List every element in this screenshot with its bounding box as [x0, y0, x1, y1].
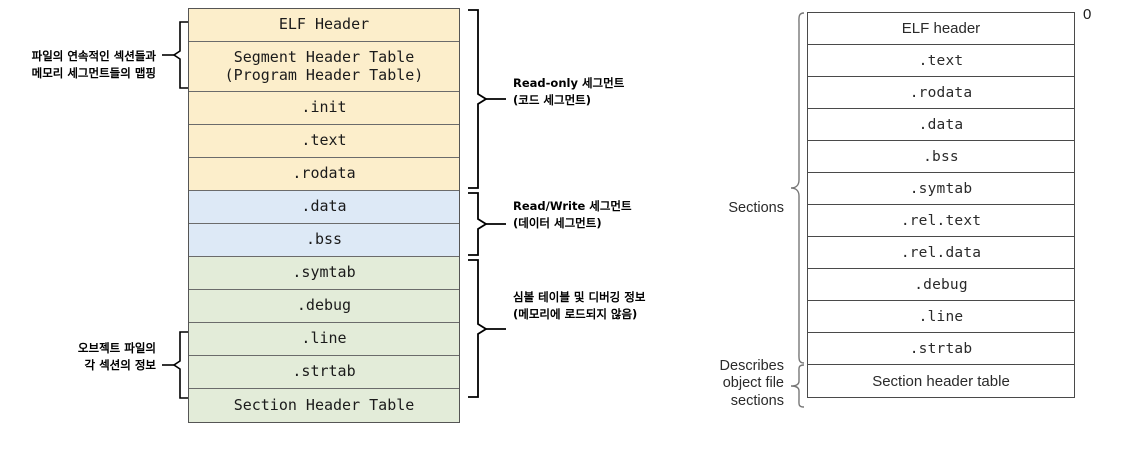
obj-row-section-header-table: Section header table	[808, 365, 1074, 397]
elf-row-section-header-table: Section Header Table	[189, 389, 459, 422]
left-brace-section-info-group	[162, 331, 188, 399]
obj-row-rodata: .rodata	[808, 77, 1074, 109]
obj-row-label: .rel.text	[900, 212, 982, 229]
elf-row-debug: .debug	[189, 290, 459, 323]
elf-row-segment-header-table: Segment Header Table (Program Header Tab…	[189, 42, 459, 92]
right-brace-read-write-segment	[468, 192, 506, 256]
right-brace-read-only-segment	[468, 9, 506, 189]
obj-row-bss: .bss	[808, 141, 1074, 173]
elf-relocatable-diagram: Sections Describes object file sections …	[680, 0, 1134, 452]
obj-row-label: ELF header	[901, 20, 981, 37]
elf-row-text: .text	[189, 125, 459, 158]
elf-row-elf-header: ELF Header	[189, 9, 459, 42]
obj-row-elf-header: ELF header	[808, 13, 1074, 45]
obj-row-rel-text: .rel.text	[808, 205, 1074, 237]
obj-row-debug: .debug	[808, 269, 1074, 301]
obj-row-label: Section header table	[872, 372, 1010, 390]
elf-row-rodata: .rodata	[189, 158, 459, 191]
elf-row-init: .init	[189, 92, 459, 125]
right-brace-symbol-debug-group	[468, 259, 506, 398]
obj-row-data: .data	[808, 109, 1074, 141]
offset-zero-label: 0	[1083, 6, 1092, 23]
elf-row-symtab: .symtab	[189, 257, 459, 290]
annotation-symbol-table-debug-info: 심볼 테이블 및 디버깅 정보 (메모리에 로드되지 않음)	[513, 290, 646, 321]
obj-row-label: .rel.data	[900, 244, 982, 261]
obj-row-line: .line	[808, 301, 1074, 333]
elf-executable-table: ELF Header Segment Header Table (Program…	[188, 8, 460, 423]
obj-row-symtab: .symtab	[808, 173, 1074, 205]
obj-row-text: .text	[808, 45, 1074, 77]
elf-row-bss: .bss	[189, 224, 459, 257]
label-sections: Sections	[728, 200, 784, 216]
obj-row-label: .debug	[914, 276, 968, 293]
annotation-file-section-mapping: 파일의 연속적인 섹션들과 메모리 세그먼트들의 맵핑	[31, 49, 156, 80]
obj-row-label: .line	[918, 308, 964, 325]
obj-row-label: .text	[918, 52, 964, 69]
elf-row-data: .data	[189, 191, 459, 224]
left-brace-header-group	[162, 21, 188, 89]
obj-row-label: .data	[918, 116, 964, 133]
elf-relocatable-table: ELF header .text .rodata .data .bss .sym…	[807, 12, 1075, 398]
elf-row-line: .line	[189, 323, 459, 356]
annotation-object-file-section-info: 오브젝트 파일의 각 섹션의 정보	[77, 341, 156, 372]
obj-row-label: .symtab	[909, 180, 973, 197]
elf-row-strtab: .strtab	[189, 356, 459, 389]
obj-row-label: .strtab	[909, 340, 973, 357]
obj-row-label: .bss	[923, 148, 959, 165]
elf-executable-diagram: 파일의 연속적인 섹션들과 메모리 세그먼트들의 맵핑 오브젝트 파일의 각 섹…	[31, 8, 646, 423]
brace-describes-object-file-sections	[790, 364, 805, 408]
obj-row-strtab: .strtab	[808, 333, 1074, 365]
obj-row-rel-data: .rel.data	[808, 237, 1074, 269]
brace-sections	[790, 12, 805, 364]
annotation-read-only-segment: Read-only 세그먼트 (코드 세그먼트)	[513, 76, 625, 107]
obj-row-label: .rodata	[909, 84, 973, 101]
label-describes-object-file-sections: Describes object file sections	[719, 358, 784, 409]
annotation-read-write-segment: Read/Write 세그먼트 (데이터 세그먼트)	[513, 199, 632, 230]
